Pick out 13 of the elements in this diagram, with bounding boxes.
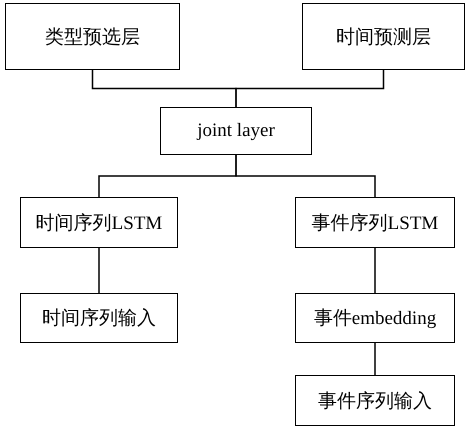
layer-box: 时间序列LSTM — [20, 197, 178, 248]
layer-box: 事件embedding — [295, 293, 455, 343]
layer-box: 时间预测层 — [302, 3, 465, 70]
connector-line — [235, 70, 384, 107]
connector-line — [374, 343, 376, 375]
layer-box: joint layer — [160, 107, 312, 155]
layer-box: 时间序列输入 — [20, 293, 178, 343]
layer-box: 事件序列输入 — [295, 375, 455, 426]
connector-line — [98, 248, 100, 293]
connector-line — [235, 155, 376, 197]
layer-box: 事件序列LSTM — [295, 197, 455, 248]
connector-line — [374, 248, 376, 293]
layer-box: 类型预选层 — [5, 3, 180, 70]
